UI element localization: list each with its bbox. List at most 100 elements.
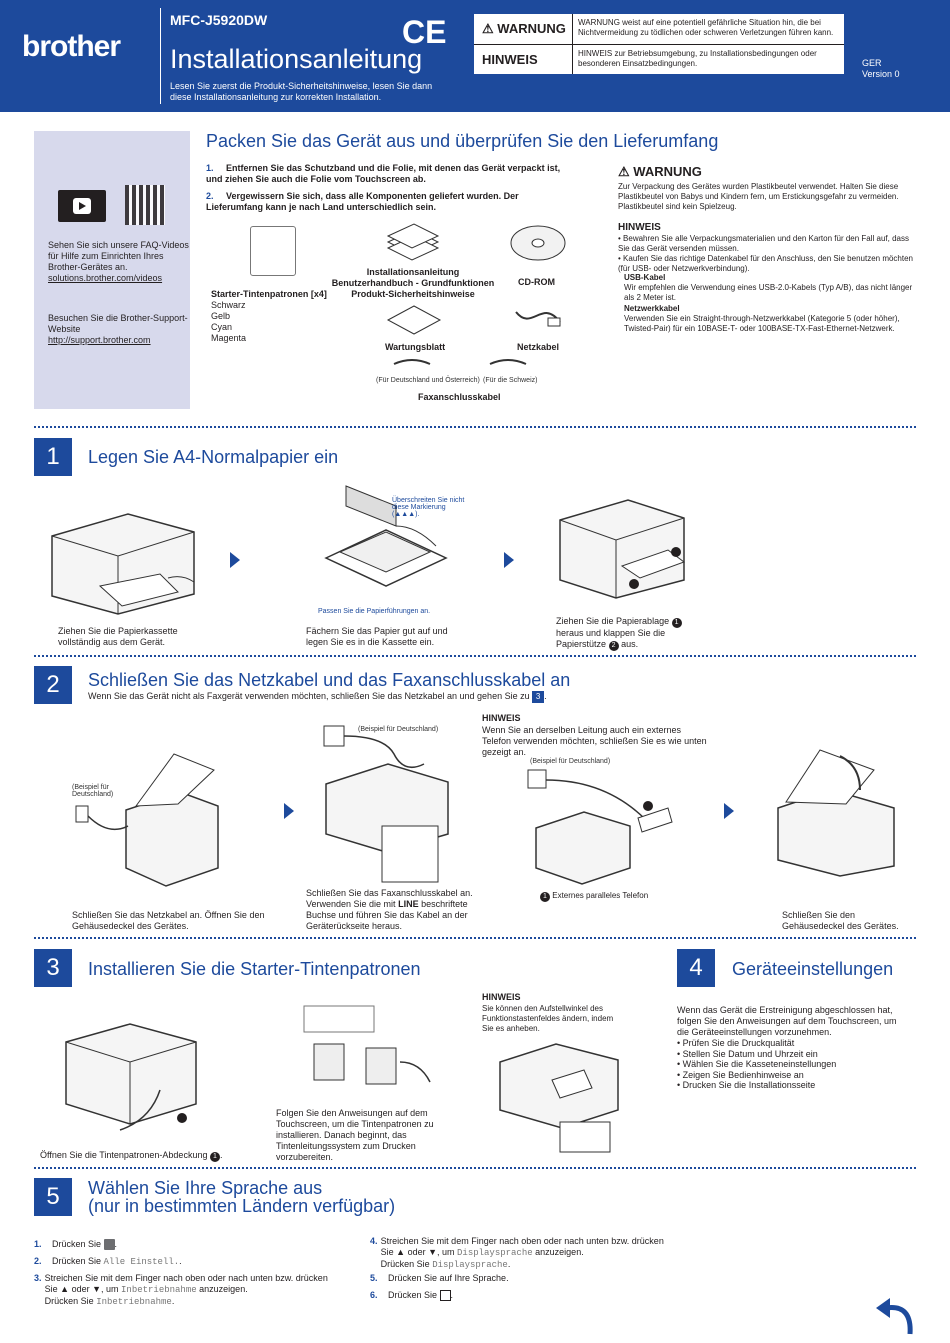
settings-list: Prüfen Sie die Druckqualität Stellen Sie… <box>677 1038 907 1091</box>
step-1-caption-1: Ziehen Sie die Papierkassette vollständi… <box>58 626 178 647</box>
lang-step-1: 1.Drücken Sie . <box>34 1239 118 1251</box>
paper-guides-note: Passen Sie die Papierführungen an. <box>318 608 431 615</box>
fax-cable-de-label: (Für Deutschland und Österreich) <box>376 377 480 384</box>
lang-step-6: 6.Drücken Sie . <box>370 1290 454 1302</box>
video-play-icon <box>73 198 91 214</box>
step-3-heading: Installieren Sie die Starter-Tintenpatro… <box>88 959 421 979</box>
fax-cable-label: Faxanschlusskabel <box>418 392 501 402</box>
section-divider <box>34 1167 916 1169</box>
step-3-caption-1: Öffnen Sie die Tintenpatronen-Abdeckung … <box>40 1150 223 1162</box>
manuals-label: Installationsanleitung Benutzerhandbuch … <box>331 267 495 299</box>
cdrom-label: CD-ROM <box>518 277 555 287</box>
support-link[interactable]: http://support.brother.com <box>48 335 151 345</box>
step-3-reference[interactable]: 3 <box>532 691 545 703</box>
panel-tilt-illustration <box>499 1043 619 1153</box>
example-de-label: (Beispiel für Deutschland) <box>72 784 114 798</box>
version-label: Version 0 <box>862 69 900 79</box>
page-title: Installationsanleitung <box>170 44 423 74</box>
unpack-warning-label: ⚠ WARNUNG <box>618 164 702 179</box>
power-cord-illustration <box>515 311 561 327</box>
usb-cable-label: USB-Kabel <box>624 273 666 282</box>
printer-tray-out-illustration <box>51 513 195 615</box>
model-name: MFC-J5920DW <box>170 12 268 28</box>
paper-mark-note: Überschreiten Sie nicht diese Markierung… <box>392 497 465 518</box>
faq-block: Sehen Sie sich unsere FAQ-Videos für Hil… <box>48 240 193 284</box>
step-2-caption-1: Schließen Sie das Netzkabel an. Öffnen S… <box>72 910 265 931</box>
step-number-3: 3 <box>34 949 72 987</box>
network-cable-note: Netzwerkkabel Verwenden Sie ein Straight… <box>624 304 918 334</box>
step-5-heading: Wählen Sie Ihre Sprache aus <box>88 1178 323 1198</box>
lang-step-4: 4. Streichen Sie mit dem Finger nach obe… <box>370 1236 664 1270</box>
example-de-label: (Beispiel für Deutschland) <box>530 758 611 765</box>
faq-link[interactable]: solutions.brother.com/videos <box>48 273 163 283</box>
faq-text: Sehen Sie sich unsere FAQ-Videos für Hil… <box>48 240 189 272</box>
unpack-heading: Packen Sie das Gerät aus und überprüfen … <box>206 131 719 151</box>
lang-step-2: 2.Drücken Sie Alle Einstell.. <box>34 1256 182 1267</box>
fax-cable-ch-illustration <box>489 359 527 365</box>
help-panel <box>34 131 190 409</box>
settings-list-item: Drucken Sie die Installationsseite <box>677 1080 907 1091</box>
cartridges-block: Starter-Tintenpatronen [x4] Schwarz Gelb… <box>211 289 341 344</box>
unpack-notes-list: Bewahren Sie alle Verpackungsmaterialien… <box>618 234 918 274</box>
callout-1: 1 <box>209 1152 220 1162</box>
fax-cable-connect-illustration <box>323 725 449 883</box>
external-phone-label: 1 Externes paralleles Telefon <box>540 891 648 902</box>
back-arrow-icon[interactable] <box>872 1294 916 1338</box>
example-de-label: (Beispiel für Deutschland) <box>358 726 439 733</box>
step-2-note-text: Wenn Sie an derselben Leitung auch ein e… <box>482 725 707 757</box>
arrow-right-icon <box>230 552 240 568</box>
unpack-note-label: HINWEIS <box>618 222 661 233</box>
fax-cable-ch-label: (Für die Schweiz) <box>483 377 538 384</box>
step-2-heading: Schließen Sie das Netzkabel und das Faxa… <box>88 670 571 690</box>
step-3-note-label: HINWEIS <box>482 992 521 1002</box>
step-number-4: 4 <box>677 949 715 987</box>
callout-1: 1 <box>671 618 682 628</box>
settings-list-item: Zeigen Sie Bedienhinweise an <box>677 1070 907 1081</box>
cartridge-color-magenta: Magenta <box>211 333 247 343</box>
qr-code-icon <box>125 185 165 225</box>
cartridge-color-yellow: Gelb <box>211 311 231 321</box>
unpack-note-item: Kaufen Sie das richtige Datenkabel für d… <box>618 254 918 274</box>
legend-note-text: HINWEIS zur Betriebsumgebung, zu Install… <box>578 49 817 68</box>
power-cord-connect-illustration <box>75 753 219 887</box>
step-2-note-label: HINWEIS <box>482 713 521 723</box>
legend-col-divider <box>572 14 573 74</box>
step-2-caption-4: Schließen Sie den Gehäusedeckel des Gerä… <box>782 910 899 931</box>
manuals-illustration <box>386 223 440 261</box>
fax-cable-de-illustration <box>393 359 431 365</box>
step-2-subtitle: Wenn Sie das Gerät nicht als Faxgerät ve… <box>88 691 547 703</box>
unpack-warning-text: Zur Verpackung des Gerätes wurden Plasti… <box>618 182 899 211</box>
arrow-right-icon <box>724 803 734 819</box>
brother-logo: brother <box>22 30 121 63</box>
step-4-intro: Wenn das Gerät die Erstreinigung abgesch… <box>677 1005 897 1037</box>
step-number-5: 5 <box>34 1178 72 1216</box>
lang-step-5: 5.Drücken Sie auf Ihre Sprache. <box>370 1273 509 1283</box>
warning-triangle-icon: ⚠ <box>482 21 494 36</box>
legend-note-label: HINWEIS <box>482 52 538 67</box>
section-divider <box>34 426 916 428</box>
ce-mark: CE <box>402 14 447 50</box>
paper-load-illustration <box>324 485 448 587</box>
settings-list-item: Wählen Sie die Kasseteneinstellungen <box>677 1059 907 1070</box>
step-number-1: 1 <box>34 438 72 476</box>
callout-1: 1 <box>540 892 550 902</box>
settings-icon[interactable] <box>103 1239 115 1251</box>
settings-list-item: Prüfen Sie die Druckqualität <box>677 1038 907 1049</box>
ink-cartridge-illustration <box>250 226 296 276</box>
settings-list-item: Stellen Sie Datum und Uhrzeit ein <box>677 1049 907 1060</box>
section-divider <box>34 937 916 939</box>
lang-step-3: 3. Streichen Sie mit dem Finger nach obe… <box>34 1273 328 1307</box>
paper-tray-extend-illustration <box>559 499 686 599</box>
maintenance-sheet-illustration <box>386 305 442 335</box>
cartridge-color-cyan: Cyan <box>211 322 233 332</box>
arrow-right-icon <box>284 803 294 819</box>
step-1-caption-3: Ziehen Sie die Papierablage 1 heraus und… <box>556 616 696 651</box>
home-icon[interactable] <box>439 1290 451 1302</box>
step-2-caption-2: Schließen Sie das Faxanschlusskabel an. … <box>306 888 473 931</box>
legend-warning-label: ⚠ WARNUNG <box>482 21 566 36</box>
support-block: Besuchen Sie die Brother-Support-Website… <box>48 313 193 346</box>
support-text: Besuchen Sie die Brother-Support-Website <box>48 313 188 334</box>
legend-row-divider <box>474 44 844 45</box>
header-intro: Lesen Sie zuerst die Produkt-Sicherheits… <box>170 81 433 102</box>
unpack-step-2: 2.Vergewissern Sie sich, dass alle Kompo… <box>206 191 519 212</box>
